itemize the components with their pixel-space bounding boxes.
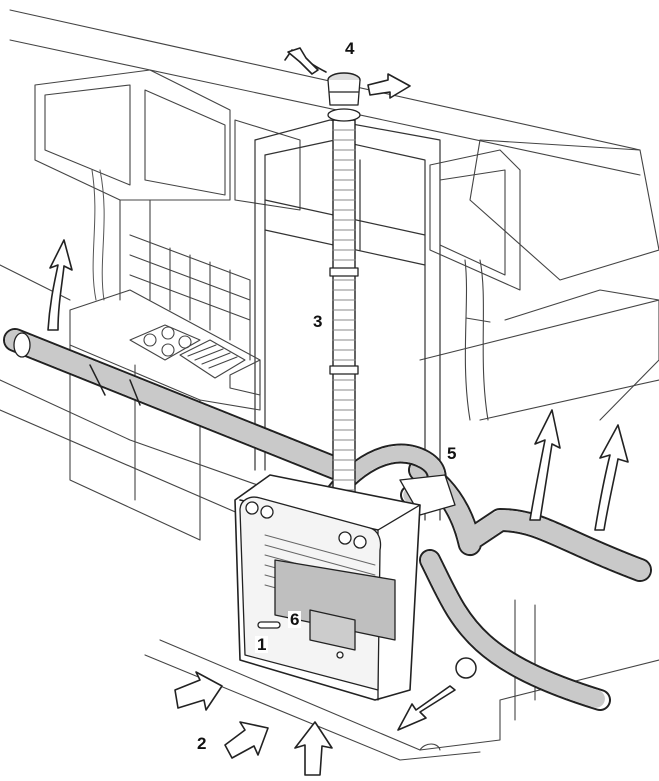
callout-2: 2 — [195, 734, 209, 753]
arrow-in-1 — [174, 671, 223, 711]
arrow-up-left — [47, 239, 73, 331]
flue-pipe — [329, 119, 359, 501]
arrow-up-right-1 — [529, 409, 561, 521]
arrow-exhaust-right — [367, 73, 411, 99]
callout-1: 1 — [255, 635, 269, 654]
callout-4: 4 — [343, 39, 357, 58]
curtain-left — [91, 169, 105, 301]
duct-right — [408, 458, 652, 711]
callout-3: 3 — [311, 312, 325, 331]
interior-walls — [0, 9, 659, 541]
arrow-up-right-2 — [594, 424, 629, 531]
arrow-in-2 — [224, 721, 269, 759]
overhead-cabinets — [34, 69, 301, 301]
callout-6: 6 — [288, 610, 302, 629]
airflow-arrows — [47, 47, 629, 776]
roof-cowl — [327, 72, 361, 122]
arrow-floor-out — [397, 685, 456, 731]
right-furniture — [429, 139, 659, 421]
heater-unit — [234, 474, 421, 701]
duct-left — [3, 328, 352, 482]
arrow-in-3 — [294, 721, 333, 776]
kitchen-counter — [69, 234, 261, 541]
callout-5: 5 — [445, 444, 459, 463]
